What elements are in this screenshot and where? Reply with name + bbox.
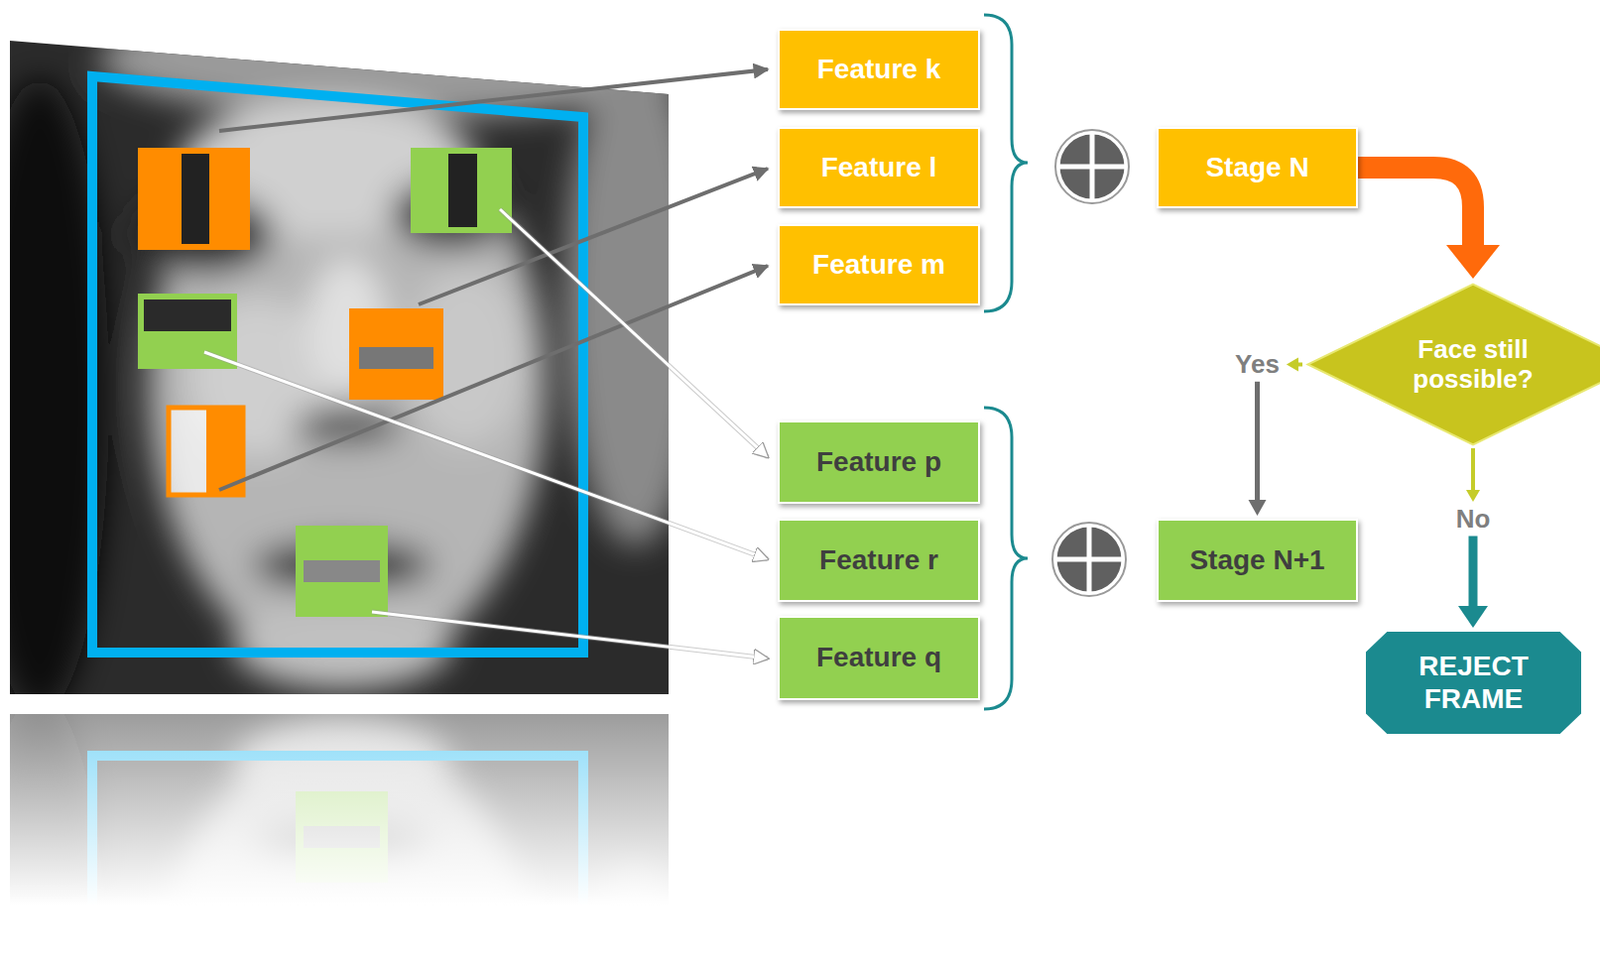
brace — [984, 14, 1028, 312]
haar-feature — [349, 308, 444, 400]
flow-arrow — [1357, 167, 1500, 279]
feature-box: Feature k — [777, 28, 981, 111]
feature-box: Feature q — [777, 615, 981, 701]
leader-line — [219, 69, 768, 131]
arrow-line — [1471, 448, 1476, 493]
sum-symbol-cross — [1087, 525, 1093, 594]
sum-symbol-ring — [1052, 522, 1126, 597]
haar-feature-light — [168, 407, 207, 495]
arrow-head — [1286, 358, 1299, 372]
node-label: Feature p — [816, 446, 942, 479]
sum-symbol — [1055, 525, 1123, 594]
node-label: Feature r — [819, 544, 939, 577]
node-label: Stage N+1 — [1189, 544, 1325, 577]
detection-window — [92, 76, 584, 653]
haar-feature-dark — [448, 153, 478, 228]
haar-feature-dark — [303, 560, 380, 583]
leader-line-shadow — [499, 209, 768, 458]
sum-symbol-cross — [1090, 132, 1096, 201]
arrow-line — [1357, 167, 1474, 252]
leader-line-shadow — [204, 352, 768, 560]
arrow-line — [1254, 381, 1260, 503]
photo-region — [0, 0, 705, 715]
stage-box: Stage N — [1156, 126, 1358, 209]
leader-line-shadow — [371, 612, 768, 659]
diamond-fill — [1307, 284, 1600, 446]
arrow-head — [1248, 499, 1267, 516]
stage-box: Stage N+1 — [1156, 518, 1358, 603]
arrow-head — [1458, 606, 1488, 628]
haar-feature-dark — [181, 153, 210, 245]
blurred-face — [0, 0, 705, 715]
node-label: Stage N — [1205, 151, 1309, 184]
haar-feature-dark — [143, 299, 232, 332]
feature-box: Feature r — [777, 518, 981, 603]
haar-feature-dark — [359, 347, 434, 370]
flow-arrow — [1458, 448, 1488, 628]
feature-box: Feature l — [777, 126, 981, 209]
decision-diamond: Face still possible? — [1304, 282, 1600, 447]
photo-reflection — [0, 694, 705, 957]
node-label: Feature m — [812, 248, 946, 281]
face-photo — [0, 0, 705, 715]
edge-label: Yes — [1230, 350, 1284, 379]
arrow-head — [1466, 490, 1480, 502]
face-tone — [148, 99, 546, 675]
edge-label: No — [1452, 504, 1495, 534]
sum-symbol — [1058, 132, 1126, 201]
flow-arrow — [1248, 358, 1304, 517]
feature-box: Feature m — [777, 224, 981, 306]
haar-feature — [410, 147, 512, 234]
haar-feature — [137, 147, 250, 250]
arrow-line — [1469, 535, 1478, 611]
haar-feature — [295, 525, 388, 617]
brace — [984, 407, 1028, 710]
terminal-octagon: REJECT FRAME — [1364, 630, 1583, 736]
node-label: Feature l — [821, 151, 938, 184]
octagon-fill — [1364, 630, 1583, 736]
node-label: Face still possible? — [1393, 335, 1553, 395]
leader-line — [204, 352, 768, 560]
arrow-head — [1446, 245, 1500, 279]
node-label: REJECT FRAME — [1389, 650, 1559, 715]
haar-feature-outline — [168, 407, 244, 495]
reflection-fade — [0, 699, 685, 957]
feature-box: Feature p — [777, 420, 981, 504]
leader-line — [371, 612, 768, 659]
sum-symbol-ring — [1055, 129, 1129, 204]
node-label: Feature q — [816, 641, 942, 674]
leader-line — [418, 168, 768, 305]
node-label: Feature k — [817, 53, 942, 86]
leader-line — [499, 209, 768, 458]
